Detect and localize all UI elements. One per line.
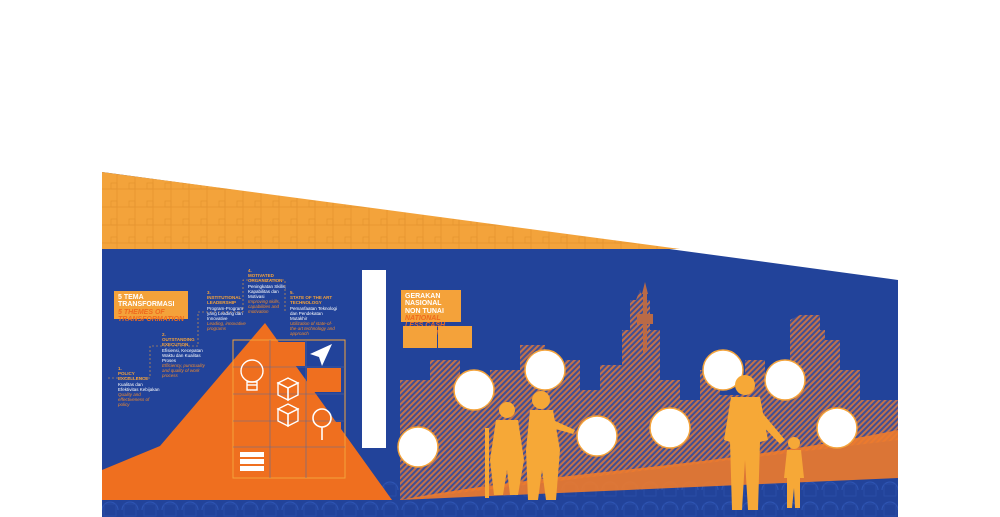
theme-description-en: Leading, innovative programs [207, 321, 246, 332]
stacked-money-icon [240, 452, 264, 471]
family-silhouettes [485, 375, 804, 510]
theme-title: STATE OF THE ART TECHNOLOGY [290, 295, 333, 306]
movement-header-box: GERAKAN NASIONAL NON TUNAI NATIONAL LESS… [401, 290, 461, 337]
orange-wave-floor [400, 430, 898, 500]
placeholder-circle [764, 359, 806, 401]
theme-description-en: Utilization of state-of-the-art technolo… [290, 321, 335, 337]
theme-description: Peningkatan Skills, Kapabilitas dan Moti… [248, 283, 287, 299]
elderly-figure [485, 402, 524, 498]
white-divider-panel [362, 270, 386, 448]
theme-3: 3. INSTITUTIONAL LEADERSHIP Program-Prog… [207, 290, 253, 331]
magnifier-icon [312, 408, 332, 440]
placeholder-circle [397, 426, 439, 468]
theme-description-en: Efficiency, punctuality and quality of w… [162, 363, 205, 379]
movement-note-box [438, 326, 472, 348]
themes-subtitle: 5 THEMES OF TRANSFORMATION [118, 308, 184, 324]
movement-note-box [403, 326, 437, 348]
theme-number: 1. [118, 366, 122, 371]
theme-number: 3. [207, 290, 211, 295]
theme-description-en: Quality and effectiveness of policy [118, 391, 150, 408]
theme-title: POLICY EXCELLENCE [118, 371, 149, 382]
theme-title: MOTIVATED ORGANIZATION [248, 273, 283, 284]
staircase-line [108, 279, 286, 379]
theme-number: 2. [162, 332, 166, 337]
theme-number: 4. [248, 268, 252, 273]
themes-title: 5 TEMA TRANSFORMASI [118, 294, 175, 309]
themes-header-box: 5 TEMA TRANSFORMASI 5 THEMES OF TRANSFOR… [114, 291, 188, 323]
placeholder-circle [524, 349, 566, 391]
theme-5: 5. STATE OF THE ART TECHNOLOGY Pemanfaat… [290, 290, 338, 337]
cube-icon [276, 377, 300, 402]
theme-2: 2. OUTSTANDING EXECUTION Efisiensi, Kece… [162, 332, 208, 379]
lightbulb-icon [240, 359, 264, 391]
theme-description: Kualitas dan Efektivitas Kebijakan [118, 381, 160, 392]
placeholder-circle [576, 415, 618, 457]
placeholder-circle [649, 407, 691, 449]
theme-description: Pemanfaatan Teknologi dan Pendekatan Mut… [290, 305, 337, 321]
man-figure [724, 375, 785, 510]
theme-number: 5. [290, 290, 294, 295]
theme-description: Efisiensi, Kecepatan Waktu dan Kualitas … [162, 347, 203, 363]
theme-title: OUTSTANDING EXECUTION [162, 337, 195, 348]
placeholder-circle [702, 349, 744, 391]
theme-description-en: Improving skills, capabilities and motiv… [248, 299, 281, 315]
placeholder-circle [453, 369, 495, 411]
theme-1: 1. POLICY EXCELLENCE Kualitas dan Efekti… [118, 366, 162, 407]
icon-grid [232, 339, 346, 479]
placeholder-circle [816, 407, 858, 449]
movement-title: GERAKAN NASIONAL NON TUNAI [405, 293, 444, 315]
cube-icon [276, 403, 300, 428]
child-figure [784, 437, 804, 508]
top-orange-band [102, 172, 680, 249]
tower-landmark [637, 282, 653, 352]
woman-figure [526, 391, 575, 500]
circle-placeholders [397, 349, 858, 468]
theme-description: Program-Program yang Leading dan Innovat… [207, 305, 244, 321]
paper-plane-icon [310, 344, 332, 366]
theme-title: INSTITUTIONAL LEADERSHIP [207, 295, 242, 306]
theme-4: 4. MOTIVATED ORGANIZATION Peningkatan Sk… [248, 268, 294, 315]
